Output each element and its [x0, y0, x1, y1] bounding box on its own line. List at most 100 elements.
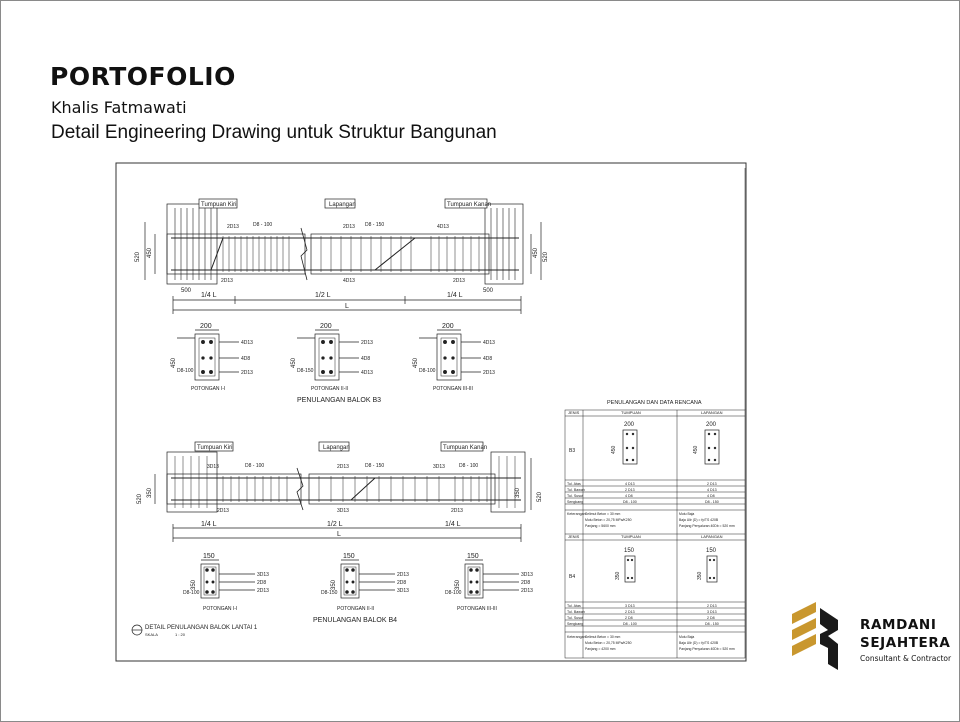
zone-label: Tumpuan Kanan: [443, 445, 487, 451]
bar-label: 2D13: [241, 370, 253, 376]
table-row-label: Tul. Susut: [567, 494, 583, 498]
reinforcement-table-text: PENULANGAN DAN DATA RENCANA JENIS TUMPUA…: [567, 400, 735, 651]
beam-b4-elevation: [154, 441, 532, 542]
bar-label: 3D13: [433, 464, 445, 470]
drawing-canvas: Tumpuan Kiri Lapangan Tumpuan Kanan 2D13…: [115, 162, 747, 662]
bar-label: D8 - 100: [245, 463, 264, 469]
table-row-label: Sengkang: [567, 622, 583, 626]
table-section-height: 350: [697, 571, 703, 580]
bar-label: 3D13: [521, 572, 533, 578]
right-column: [484, 203, 524, 285]
table-cell: 4 D8: [625, 494, 633, 498]
note-line: Mutu Baja: [679, 512, 694, 516]
beam-caption: PENULANGAN BALOK B4: [313, 617, 397, 624]
bar-label: 4D13: [361, 370, 373, 376]
zone-label: Lapangan: [329, 202, 356, 208]
bar-label: 4D13: [241, 340, 253, 346]
stirrup-label: D8-100: [419, 368, 436, 374]
beam-type: B3: [569, 448, 575, 454]
zone-label: Tumpuan Kiri: [197, 445, 232, 451]
bar-label: 2D13: [453, 278, 465, 284]
section-width: 200: [442, 323, 454, 330]
note-line: Panjang = 5600 mm: [585, 524, 616, 528]
logo-accent-band: [792, 634, 816, 656]
table-title: PENULANGAN DAN DATA RENCANA: [607, 400, 702, 406]
table-header: JENIS: [568, 534, 580, 539]
bar-label: 4D13: [437, 224, 449, 230]
detail-note-scale-label: SKALA: [145, 632, 158, 637]
bar-label: 2D13: [361, 340, 373, 346]
detail-note-scale: 1 : 20: [175, 632, 186, 637]
table-row-label: Tul. Atas: [567, 482, 581, 486]
total-span-label: L: [337, 531, 341, 538]
bar-label: 4D13: [483, 340, 495, 346]
note-line: Mutu Beton = 20,75 MPa/K250: [585, 641, 632, 645]
beam-b3-sections: [177, 329, 481, 381]
height-label: 520: [135, 251, 141, 262]
table-cell: 2 D13: [707, 482, 717, 486]
section-b4-1: [200, 559, 255, 599]
table-header: LAPANGAN: [701, 410, 723, 415]
bar-label: 2D13: [337, 464, 349, 470]
company-logo: RAMDANI SEJAHTERA Consultant & Contracto…: [788, 600, 951, 672]
section-b3-2: [297, 329, 359, 381]
table-header: LAPANGAN: [701, 534, 723, 539]
table-cell: D8 - 150: [705, 500, 719, 504]
stirrup-label: D8-100: [183, 590, 200, 596]
section-height: 450: [291, 357, 297, 368]
table-section-height: 350: [615, 571, 621, 580]
span-label: 1/2 L: [315, 292, 331, 299]
company-logo-mark: [792, 602, 838, 670]
bar-label: 2D13: [257, 588, 269, 594]
note-line: Mutu Baja: [679, 635, 694, 639]
section-width: 150: [343, 553, 355, 560]
right-column: [490, 451, 526, 513]
table-section-height: 450: [693, 445, 699, 454]
company-name-line2: SEJAHTERA: [860, 635, 951, 651]
zone-label: Tumpuan Kiri: [201, 202, 236, 208]
note-line: Panjang Penyaluran 40Db = 520 mm: [679, 524, 735, 528]
detail-note-title: DETAIL PENULANGAN BALOK LANTAI 1: [145, 625, 258, 631]
bar-label: 3D13: [397, 588, 409, 594]
bar-label: 2D13: [221, 278, 233, 284]
table-section-width: 150: [706, 548, 717, 554]
table-section-width: 200: [706, 422, 717, 428]
support-width-label: 500: [483, 288, 494, 294]
notes-label: Keterangan: [567, 512, 586, 516]
table-cell: 3 D13: [625, 604, 635, 608]
bar-label: 3D13: [337, 508, 349, 514]
section-height: 450: [413, 357, 419, 368]
stirrup-label: D8-150: [321, 590, 338, 596]
section-label: POTONGAN II-II: [337, 606, 374, 612]
engineering-drawing: Tumpuan Kiri Lapangan Tumpuan Kanan 2D13…: [115, 162, 747, 662]
note-line: Baja Ulir (D) = fy/TS 420B: [679, 518, 719, 522]
table-row-label: Tul. Atas: [567, 604, 581, 608]
section-height: 350: [455, 579, 461, 590]
section-height: 350: [191, 579, 197, 590]
table-header: TUMPUAN: [621, 410, 641, 415]
section-b4-2: [340, 559, 395, 599]
section-label: POTONGAN I-I: [191, 386, 225, 392]
support-width-label: 500: [181, 288, 192, 294]
height-label: 520: [543, 251, 549, 262]
bar-label: 3D13: [207, 464, 219, 470]
table-cell: D8 - 100: [623, 500, 637, 504]
bar-label: 4D8: [483, 356, 492, 362]
table-row-label: Tul. Susut: [567, 616, 583, 620]
table-header: TUMPUAN: [621, 534, 641, 539]
beam-type: B4: [569, 574, 575, 580]
section-b3-1: [177, 329, 239, 381]
height-label: 520: [537, 491, 543, 502]
bar-label: 4D8: [361, 356, 370, 362]
author-name: Khalis Fatmawati: [51, 98, 187, 117]
note-line: Mutu Beton = 20,75 MPa/K250: [585, 518, 632, 522]
table-row-label: Sengkang: [567, 500, 583, 504]
section-width: 200: [200, 323, 212, 330]
section-label: POTONGAN I-I: [203, 606, 237, 612]
stirrup-label: D8-150: [297, 368, 314, 374]
page-subtitle: Detail Engineering Drawing untuk Struktu…: [51, 122, 497, 143]
note-line: Panjang Penyaluran 40Db = 520 mm: [679, 647, 735, 651]
section-width: 200: [320, 323, 332, 330]
bar-label: 2D8: [397, 580, 406, 586]
beam-b4-section-labels: 150 150 150 350 350 350 3D13 2D8 2D13 D8…: [145, 553, 533, 637]
